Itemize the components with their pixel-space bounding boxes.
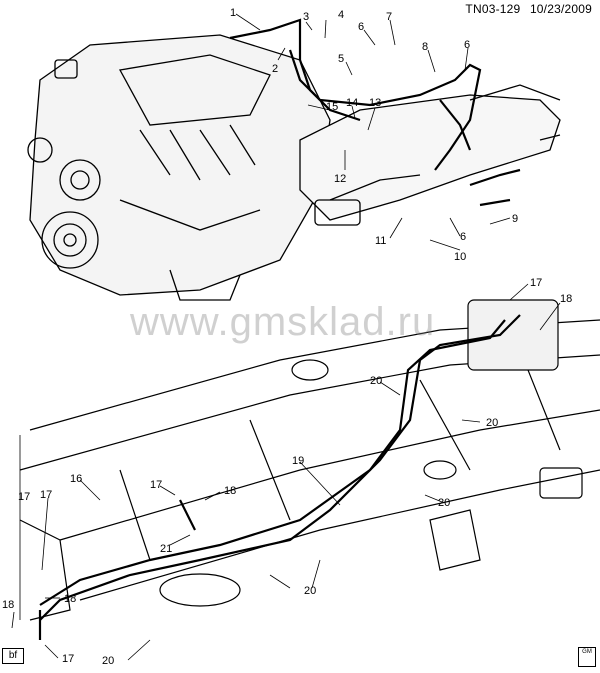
callout-19: 19	[292, 455, 304, 467]
callout-6c: 6	[460, 231, 466, 243]
callout-8: 8	[422, 41, 428, 53]
callout-14: 14	[346, 97, 358, 109]
callout-17d: 17	[62, 653, 74, 665]
callout-9: 9	[512, 213, 518, 225]
callout-5: 5	[338, 53, 344, 65]
callout-15: 15	[326, 101, 338, 113]
engine-assembly	[27, 34, 331, 301]
callout-20c: 20	[438, 497, 450, 509]
callout-16: 16	[70, 473, 82, 485]
diagram-header: TN03-129 10/23/2009	[459, 2, 592, 16]
diagram-date: 10/23/2009	[529, 2, 592, 16]
callout-12: 12	[334, 173, 346, 185]
cooler-lines-lower	[38, 314, 521, 640]
watermark-text: www.gmsklad.ru	[130, 300, 436, 344]
callout-10: 10	[454, 251, 466, 263]
callout-6: 6	[358, 21, 364, 33]
callout-18d: 18	[2, 599, 14, 611]
callout-18a: 18	[560, 293, 572, 305]
callout-7: 7	[386, 11, 392, 23]
callout-21: 21	[160, 543, 172, 555]
callout-20e: 20	[102, 655, 114, 667]
callout-20a: 20	[370, 375, 382, 387]
callout-17b: 17	[150, 479, 162, 491]
callout-17a: 17	[530, 277, 542, 289]
callout-17c: 17	[40, 489, 52, 501]
callout-1: 1	[230, 7, 236, 19]
corner-tag: bf	[2, 648, 24, 664]
leader-lines	[11, 13, 561, 661]
vehicle-frame	[19, 299, 600, 621]
callout-11: 11	[375, 235, 386, 247]
diagram-code: TN03-129	[465, 2, 521, 16]
callout-4: 4	[338, 9, 344, 21]
callout-labels: 1 2 3 4 5 6 7 8 6 15 14 13 12 11 6 10 9 …	[2, 7, 572, 667]
transmission-assembly	[299, 84, 561, 226]
callout-20d: 20	[304, 585, 316, 597]
callout-18c: 18	[64, 593, 76, 605]
callout-6b: 6	[464, 39, 470, 51]
callout-3: 3	[303, 11, 309, 23]
callout-18b: 18	[224, 485, 236, 497]
gm-logo-icon: GM	[578, 647, 596, 667]
callout-2: 2	[272, 63, 278, 75]
callout-13: 13	[369, 97, 381, 109]
callout-17e: 17	[18, 491, 30, 503]
callout-20b: 20	[486, 417, 498, 429]
